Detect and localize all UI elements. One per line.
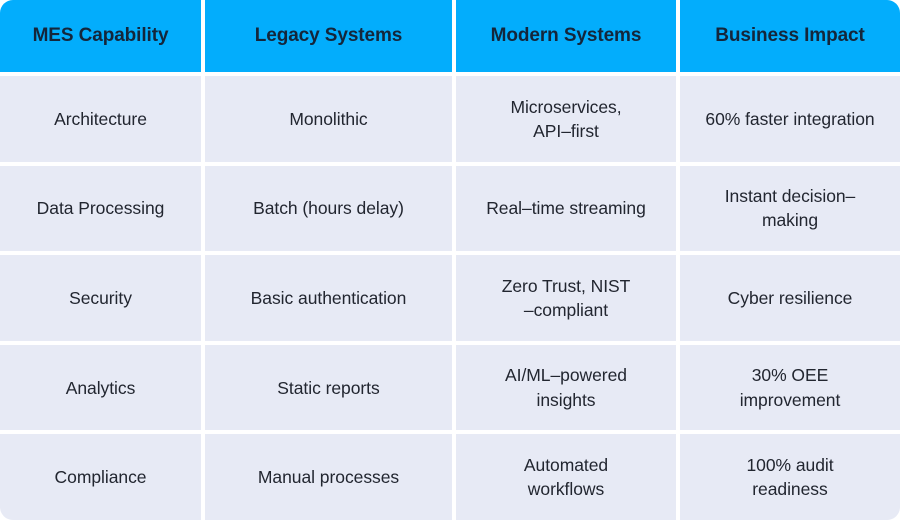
cell-text: Instant decision– making	[724, 186, 856, 231]
cell-modern: Automated workflows	[456, 434, 676, 520]
column-header-modern-systems: Modern Systems	[456, 0, 676, 72]
cell-capability: Security	[0, 255, 201, 341]
cell-legacy: Batch (hours delay)	[205, 165, 452, 252]
cell-text: Architecture	[54, 108, 147, 129]
cell-capability: Architecture	[0, 76, 201, 162]
cell-text: Batch (hours delay)	[253, 198, 404, 219]
cell-capability: Data Processing	[0, 165, 201, 252]
column-header-label: Modern Systems	[490, 25, 642, 47]
column-header-label: Legacy Systems	[254, 25, 403, 47]
table-row: Data Processing Batch (hours delay) Real…	[0, 165, 900, 252]
table-header-row: MES Capability Legacy Systems Modern Sys…	[0, 0, 900, 72]
cell-text: Microservices, API–first	[510, 96, 622, 141]
cell-text: Cyber resilience	[727, 287, 853, 308]
cell-text: Security	[69, 287, 132, 308]
table-row: Security Basic authentication Zero Trust…	[0, 255, 900, 341]
cell-capability: Compliance	[0, 434, 201, 520]
cell-text: Zero Trust, NIST –compliant	[501, 275, 631, 320]
cell-text: Real–time streaming	[486, 198, 646, 219]
table-body: Architecture Monolithic Microservices, A…	[0, 72, 900, 520]
cell-capability: Analytics	[0, 344, 201, 431]
table-row: Analytics Static reports AI/ML–powered i…	[0, 344, 900, 431]
table-row: Architecture Monolithic Microservices, A…	[0, 76, 900, 162]
cell-impact: 100% audit readiness	[680, 434, 900, 520]
cell-modern: Zero Trust, NIST –compliant	[456, 255, 676, 341]
cell-impact: 60% faster integration	[680, 76, 900, 162]
cell-modern: AI/ML–powered insights	[456, 344, 676, 431]
cell-text: Basic authentication	[250, 287, 407, 308]
cell-modern: Microservices, API–first	[456, 76, 676, 162]
cell-text: Compliance	[54, 467, 147, 488]
cell-text: 60% faster integration	[705, 108, 875, 129]
column-header-label: Business Impact	[715, 25, 865, 47]
column-header-mes-capability: MES Capability	[0, 0, 201, 72]
column-header-label: MES Capability	[32, 25, 169, 47]
cell-modern: Real–time streaming	[456, 165, 676, 252]
cell-legacy: Manual processes	[205, 434, 452, 520]
column-header-legacy-systems: Legacy Systems	[205, 0, 452, 72]
cell-text: 30% OEE improvement	[739, 365, 841, 410]
cell-impact: Cyber resilience	[680, 255, 900, 341]
cell-impact: 30% OEE improvement	[680, 344, 900, 431]
cell-legacy: Monolithic	[205, 76, 452, 162]
table-row: Compliance Manual processes Automated wo…	[0, 434, 900, 520]
cell-impact: Instant decision– making	[680, 165, 900, 252]
cell-text: Static reports	[277, 377, 380, 398]
cell-text: Analytics	[65, 377, 136, 398]
cell-text: Automated workflows	[523, 455, 609, 500]
cell-text: Manual processes	[257, 467, 400, 488]
cell-legacy: Static reports	[205, 344, 452, 431]
column-header-business-impact: Business Impact	[680, 0, 900, 72]
cell-text: 100% audit readiness	[746, 455, 834, 500]
cell-text: Monolithic	[289, 108, 368, 129]
cell-text: AI/ML–powered insights	[505, 365, 627, 410]
cell-legacy: Basic authentication	[205, 255, 452, 341]
cell-text: Data Processing	[36, 198, 165, 219]
